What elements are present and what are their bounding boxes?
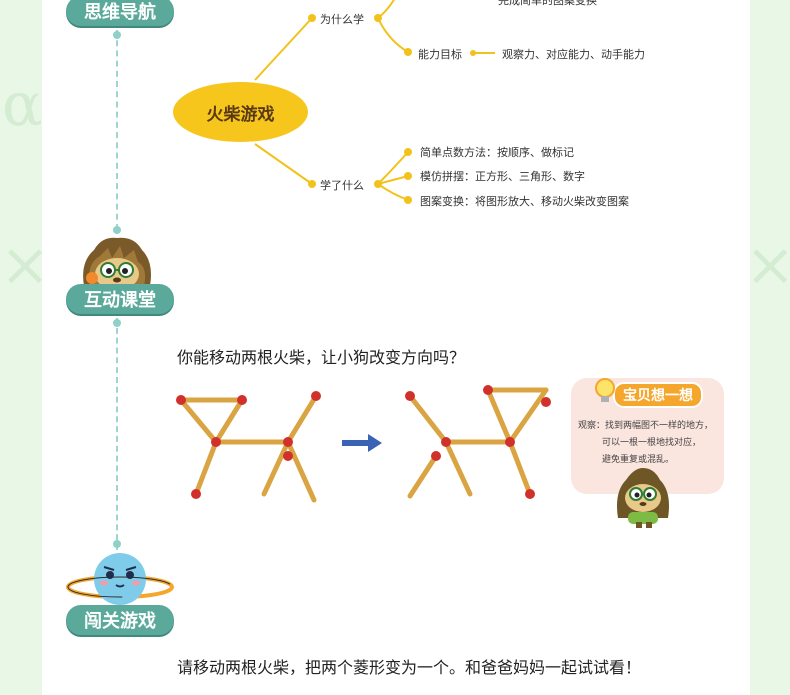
tip-line: 避免重复或混乱。 (602, 455, 675, 465)
branch-node (374, 180, 382, 188)
branch-node (404, 148, 412, 156)
timeline-connector (116, 318, 118, 550)
branch-node (308, 180, 316, 188)
hedgehog-mascot (83, 237, 151, 290)
matchstick (178, 397, 219, 445)
match-head (525, 489, 535, 499)
arrow-right-icon (342, 434, 382, 452)
background-decoration: × (0, 230, 51, 300)
matchstick (285, 439, 317, 503)
match-head (176, 395, 186, 405)
mindmap-learned-item: 简单点数方法：按顺序、做标记 (420, 146, 574, 159)
mindmap-ability-text: 观察力、对应能力、动手能力 (502, 48, 645, 61)
matchstick (213, 397, 245, 445)
match-head (441, 437, 451, 447)
matchstick (443, 439, 473, 497)
branch-ability (377, 17, 409, 53)
match-head (541, 397, 551, 407)
matchstick (485, 387, 513, 445)
timeline-dot (113, 31, 121, 39)
game-question: 请移动两根火柴，把两个菱形变为一个。和爸爸妈妈一起试试看！ (177, 658, 642, 677)
matchstick (407, 453, 439, 499)
timeline-dot (113, 319, 121, 327)
section-label-classroom: 互动课堂 (66, 284, 174, 314)
matchstick (193, 439, 219, 497)
planet-mascot (66, 553, 174, 605)
mindmap-ability-label: 能力目标 (418, 48, 462, 61)
mindmap-why-label: 为什么学 (320, 13, 364, 26)
branch-why (254, 17, 313, 81)
match-head (483, 385, 493, 395)
match-head (283, 451, 293, 461)
section-label-game: 闯关游戏 (66, 605, 174, 635)
matchstick (507, 439, 533, 497)
match-head (505, 437, 515, 447)
match-head (191, 489, 201, 499)
mindmap-why-top-partial: 完成简单的图案变换 (498, 0, 597, 7)
branch-node (404, 172, 412, 180)
lightbulb-icon (595, 378, 615, 402)
branch-learned (254, 143, 313, 185)
timeline-dot (113, 540, 121, 548)
timeline-connector (116, 30, 118, 230)
matchstick-puzzle (176, 385, 551, 503)
tip-title: 宝贝想一想 (613, 382, 703, 408)
mindmap-learned-label: 学了什么 (320, 179, 364, 192)
match-head (405, 391, 415, 401)
mindmap-branches (254, 0, 495, 204)
matchstick (285, 393, 319, 445)
mindmap-center-node: 火柴游戏 (173, 82, 308, 142)
branch-node (404, 196, 412, 204)
timeline-dot (113, 226, 121, 234)
branch-node (308, 14, 316, 22)
mindmap-learned-item: 图案变换：将图形放大、移动火柴改变图案 (420, 195, 629, 208)
background-decoration: × (745, 230, 790, 300)
tip-line: 观察：找到两幅图不一样的地方， (578, 421, 714, 431)
matchstick (507, 387, 549, 445)
branch-learned-3 (377, 183, 409, 201)
match-head (431, 451, 441, 461)
match-head (237, 395, 247, 405)
branch-node (404, 48, 412, 56)
mindmap-learned-item: 模仿拼摆：正方形、三角形、数字 (420, 170, 585, 183)
branch-node (374, 14, 382, 22)
branch-learned-2 (377, 175, 409, 185)
branch-node (470, 50, 476, 56)
match-head (211, 437, 221, 447)
classroom-question: 你能移动两根火柴，让小狗改变方向吗？ (177, 348, 466, 367)
matchstick (407, 393, 449, 445)
section-label-mindmap: 思维导航 (66, 0, 174, 26)
match-head (311, 391, 321, 401)
tip-line: 可以一根一根地找对应， (602, 438, 702, 448)
background-decoration: α (2, 70, 43, 140)
match-head (283, 437, 293, 447)
hedgehog-mascot (617, 468, 669, 528)
matchstick (261, 439, 291, 497)
